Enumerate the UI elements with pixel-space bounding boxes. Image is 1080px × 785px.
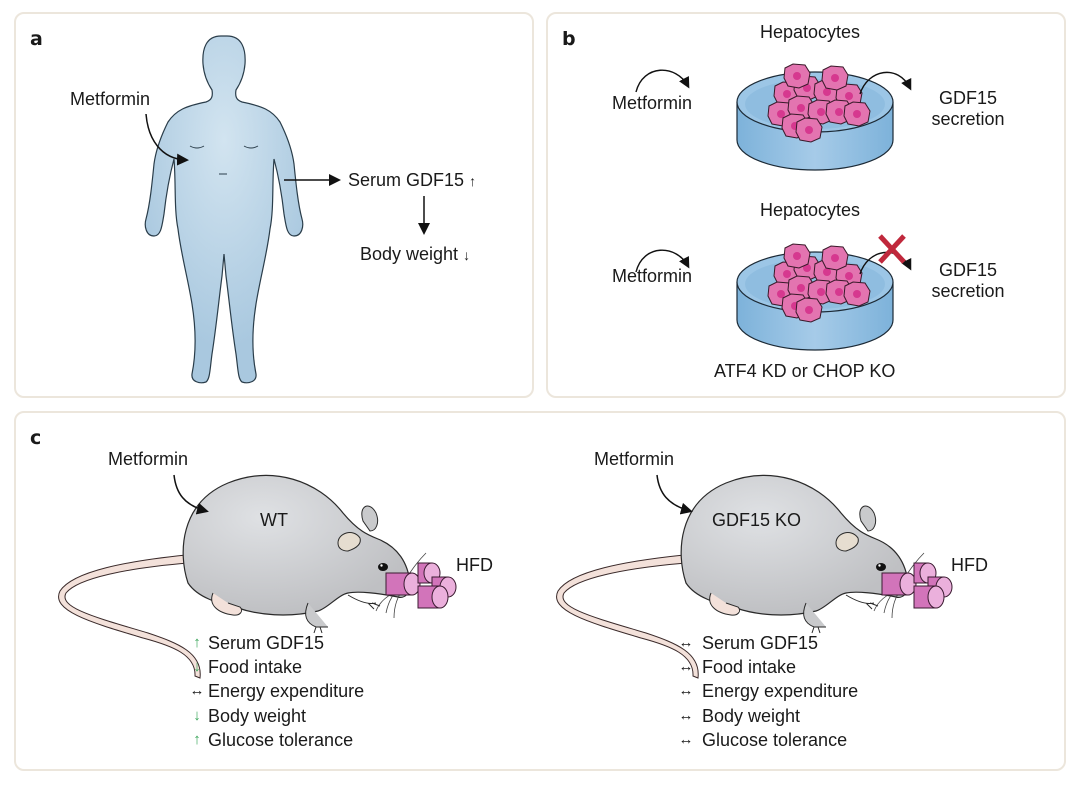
effect-row: ↓ Body weight <box>186 704 364 728</box>
mouse-illustrations <box>57 474 953 679</box>
body-weight-text: Body weight <box>360 244 459 264</box>
hepatocyte-dishes <box>635 14 912 400</box>
effect-row: ↔ Serum GDF15 <box>670 631 858 655</box>
panel-b-label: b <box>562 28 576 50</box>
secretion-arrow-bottom <box>859 251 912 275</box>
hfd-label-wt: HFD <box>456 555 493 575</box>
effects-list-ko: ↔ Serum GDF15 ↔ Food intake ↔ Energy expend… <box>670 631 859 752</box>
secretion-label-top: secretion <box>931 109 1005 129</box>
metformin-arrow <box>145 113 189 166</box>
effect-row: ↑ Glucose tolerance <box>186 728 364 752</box>
metformin-arrow-top <box>635 69 690 93</box>
effect-text: Serum GDF15 <box>702 633 819 653</box>
arrow-icon: ↔ <box>678 682 694 700</box>
body-weight-label: Body weight ↓ <box>360 245 470 263</box>
metformin-arrow-wt <box>173 474 209 515</box>
human-body-silhouette <box>144 35 304 384</box>
effect-text: Food intake <box>702 657 797 678</box>
arrow-icon: ↔ <box>189 682 205 700</box>
effect-text: Glucose tolerance <box>702 729 848 750</box>
gdf15-label-bottom: GDF15 <box>938 260 998 280</box>
condition-label: ATF4 KD or CHOP KO <box>714 361 896 381</box>
effect-text: Body weight <box>702 705 801 726</box>
secretion-arrow-top <box>859 71 912 95</box>
effect-row: ↔ Energy expenditure <box>670 679 859 703</box>
chest-line-right <box>243 145 259 149</box>
metformin-label-ko: Metformin <box>594 449 675 469</box>
arrow-icon: ↔ <box>678 730 694 748</box>
effect-row: ↔ Food intake <box>670 655 858 679</box>
arrow-icon: ↔ <box>678 706 694 724</box>
serum-gdf15-text: Serum GDF15 <box>348 170 465 190</box>
gdf15-label-top: GDF15 <box>938 88 998 108</box>
arrow-icon: ↓ <box>193 658 201 676</box>
hepatocytes-title-top: Hepatocytes <box>760 22 861 42</box>
metformin-label-wt: Metformin <box>108 449 189 469</box>
hepatocytes-title-bottom: Hepatocytes <box>760 200 861 220</box>
arrow-icon: ↓ <box>193 706 201 724</box>
panel-c-label: c <box>30 427 42 449</box>
metformin-arrow-ko <box>656 474 693 515</box>
panel-a: a Metformin Serum GDF15 ↑ Body weight ↓ <box>14 12 534 398</box>
arrow-icon: ↑ <box>193 634 201 651</box>
effect-row: ↔Energy expenditure <box>186 679 365 703</box>
human-body-figure <box>144 35 430 384</box>
hfd-label-ko: HFD <box>951 555 988 575</box>
effect-row: ↔ Body weight <box>670 704 858 728</box>
serum-gdf15-label: Serum GDF15 ↑ <box>348 171 476 189</box>
metformin-label-top: Metformin <box>612 93 693 113</box>
genotype-label-ko: GDF15 KO <box>712 510 802 530</box>
effect-row: ↔ Glucose tolerance <box>670 728 858 752</box>
effect-text: Body weight <box>208 705 307 726</box>
genotype-label-wt: WT <box>260 510 288 530</box>
metformin-label-bottom: Metformin <box>612 266 693 286</box>
arrow-icon: ↑ <box>193 730 201 748</box>
arrow-icon: ↔ <box>678 658 694 676</box>
metformin-arrow-bottom <box>635 249 690 273</box>
panel-a-label: a <box>30 28 43 50</box>
effect-row: ↑ Serum GDF15 <box>186 631 364 655</box>
panel-c: c <box>14 411 1066 771</box>
metformin-label: Metformin <box>70 89 151 109</box>
effect-row: ↓ Food intake <box>186 655 364 679</box>
effect-text: Serum GDF15 <box>208 633 325 653</box>
effects-list-wt: ↑ Serum GDF15 ↓ Food intake ↔Energy expend… <box>186 631 365 752</box>
arrow-icon: ↔ <box>678 634 694 651</box>
chest-line-left <box>189 145 205 149</box>
effect-text: Energy expenditure <box>702 681 859 702</box>
decrease-arrow-icon: ↓ <box>463 247 471 263</box>
blocked-x-icon <box>878 234 906 264</box>
effect-text: Food intake <box>208 657 303 678</box>
increase-arrow-icon: ↑ <box>469 173 477 189</box>
effect-text: Glucose tolerance <box>208 729 354 750</box>
effect-text: Energy expenditure <box>208 681 365 702</box>
secretion-label-bottom: secretion <box>931 281 1005 301</box>
panel-b: b <box>546 12 1066 398</box>
